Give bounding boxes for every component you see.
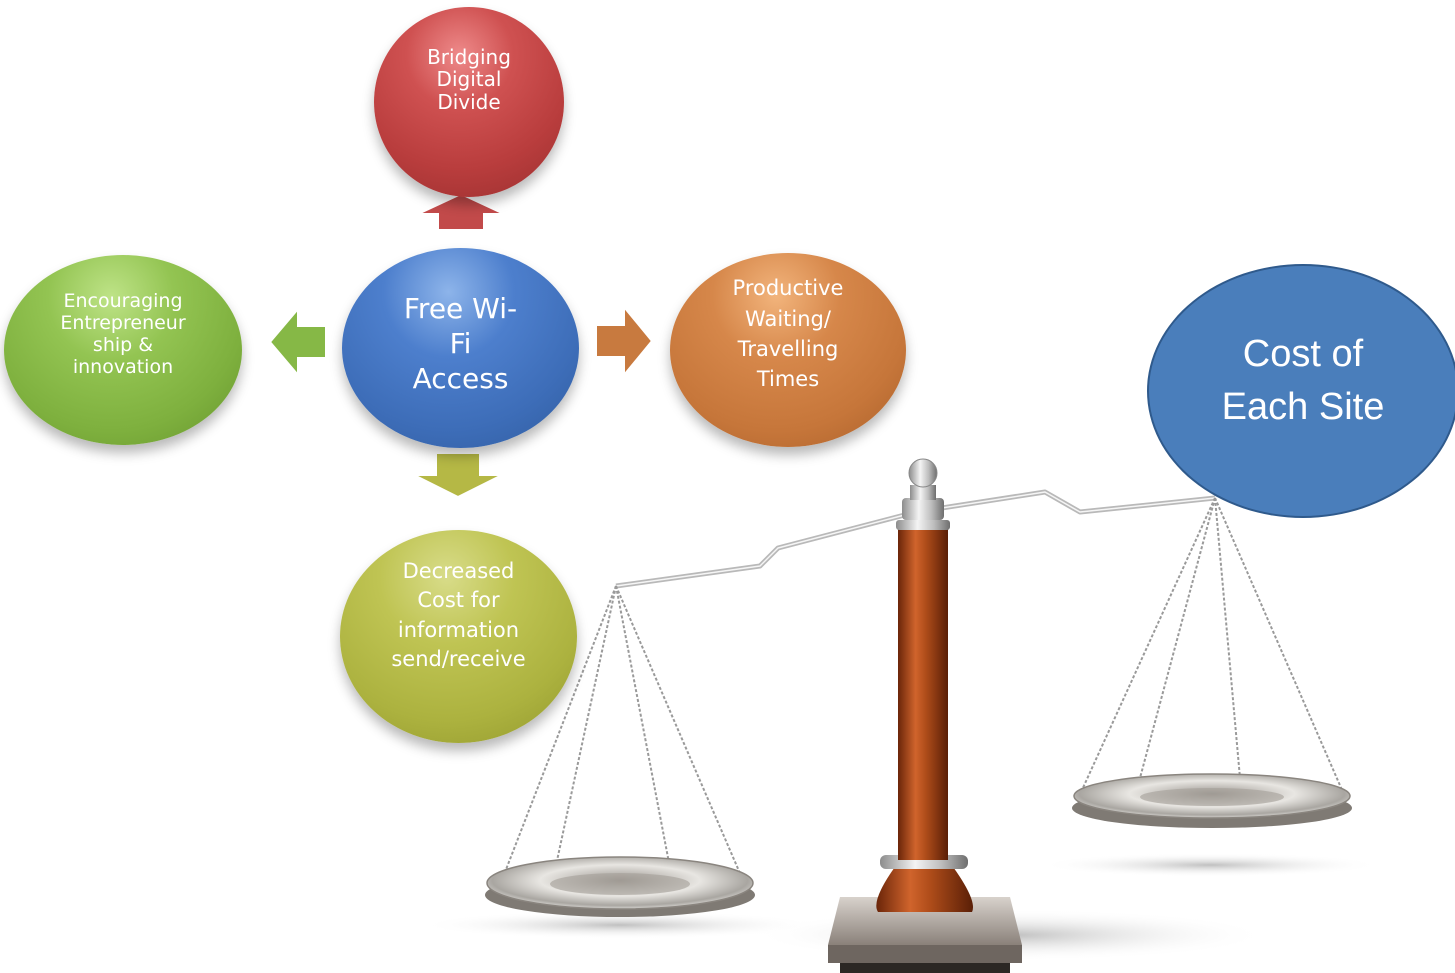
arrow-up-icon (418, 194, 504, 230)
node-cost-of-each-site: Cost of Each Site (1147, 264, 1455, 518)
node-label: Productive Waiting/ Travelling Times (732, 276, 844, 392)
node-bridging-digital-divide: Bridging Digital Divide (374, 7, 564, 197)
node-label: Bridging Digital Divide (427, 44, 511, 114)
node-decreased-cost: Decreased Cost for information send/rece… (340, 530, 577, 743)
arrow-left-icon (270, 309, 326, 375)
node-free-wifi-access: Free Wi- Fi Access (342, 248, 579, 448)
node-label: Encouraging Entrepreneur ship & innovati… (60, 290, 186, 378)
node-productive-waiting: Productive Waiting/ Travelling Times (670, 253, 906, 447)
node-label: Cost of Each Site (1221, 332, 1385, 428)
node-label: Decreased Cost for information send/rece… (391, 558, 526, 671)
node-label: Free Wi- Fi Access (403, 291, 518, 395)
arrow-down-icon (414, 453, 502, 497)
arrow-right-icon (596, 307, 652, 375)
node-encouraging-entrepreneurship: Encouraging Entrepreneur ship & innovati… (4, 255, 242, 445)
